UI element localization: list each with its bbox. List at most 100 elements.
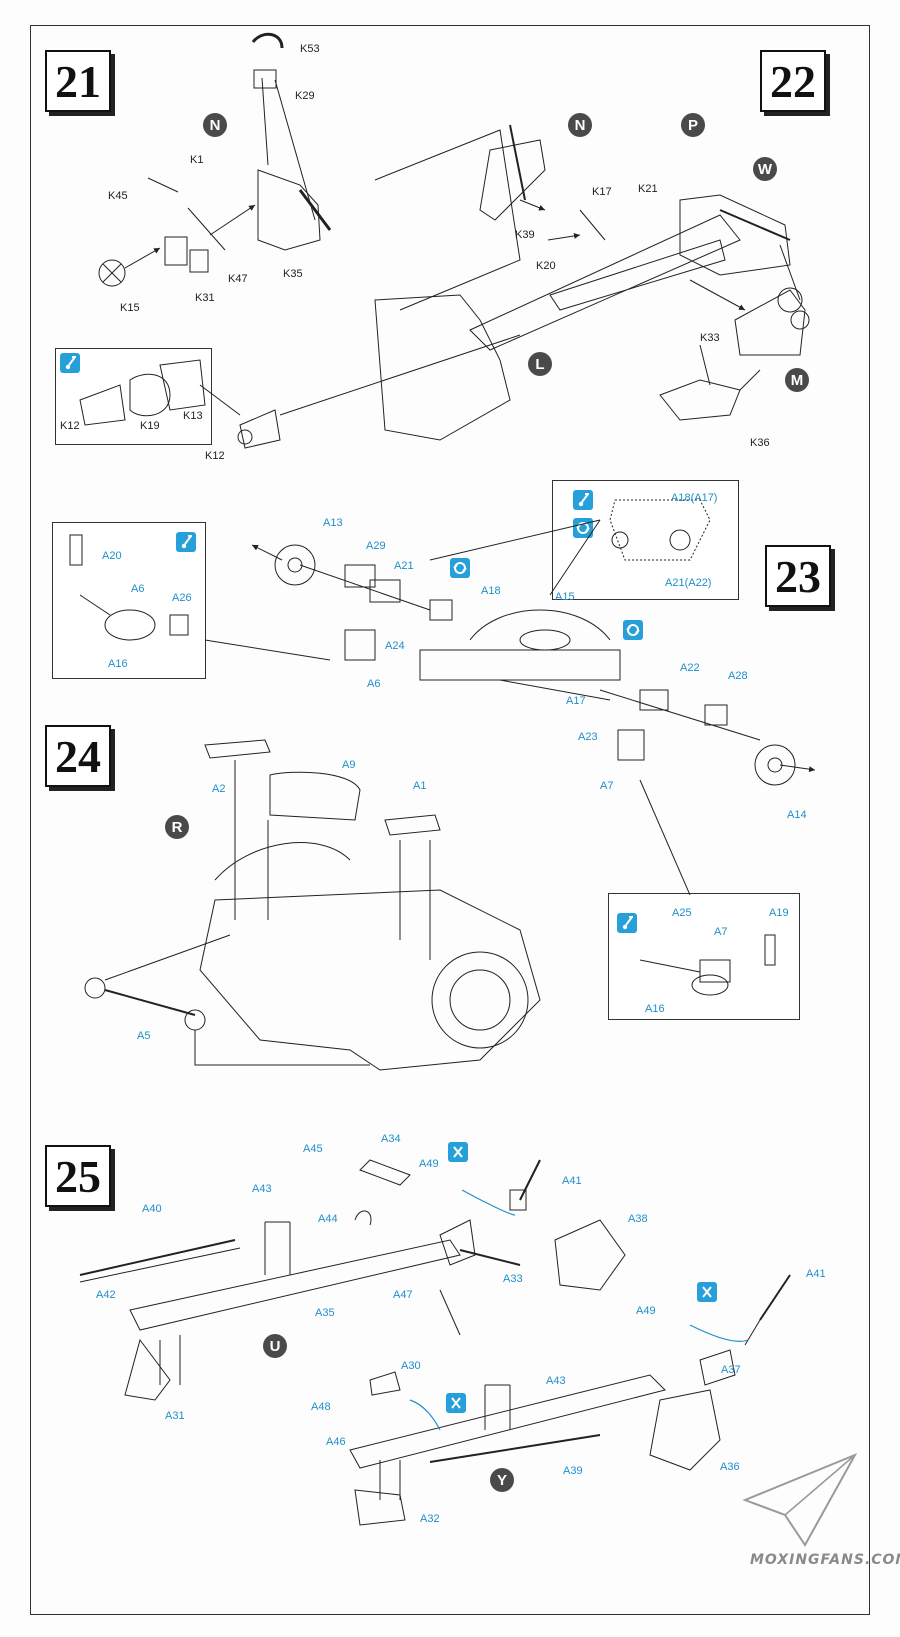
label-k21: K21: [638, 183, 658, 195]
rotate-movable-icon: [450, 558, 470, 578]
label-a35: A35: [315, 1307, 335, 1319]
label-a36: A36: [720, 1461, 740, 1473]
wire-a49-a41: [461, 1189, 516, 1216]
part-a36: [649, 1389, 721, 1471]
label-k47: K47: [228, 273, 248, 285]
label-a28: A28: [728, 670, 748, 682]
gearbox-k31: [164, 236, 188, 266]
label-a32: A32: [420, 1513, 440, 1525]
part-a2: [204, 739, 271, 759]
label-k12: K12: [205, 450, 225, 462]
part-a34: [359, 1159, 411, 1186]
glue-icon: [573, 490, 593, 510]
label-a18: A18: [481, 585, 501, 597]
label-a21-a22: A21(A22): [665, 577, 712, 589]
label-k19: K19: [140, 420, 160, 432]
step-21-box: 21: [45, 50, 111, 112]
label-a23: A23: [578, 731, 598, 743]
inset-a25-a19: [608, 893, 800, 1020]
label-a7-inset: A7: [714, 926, 728, 938]
label-a42: A42: [96, 1289, 116, 1301]
cut-icon: [446, 1393, 466, 1413]
trail-a35: [129, 1239, 461, 1331]
label-a24: A24: [385, 640, 405, 652]
label-k33: K33: [700, 332, 720, 344]
label-a7: A7: [600, 780, 614, 792]
marker-n-step21: N: [203, 113, 227, 137]
label-a30: A30: [401, 1360, 421, 1372]
label-k53: K53: [300, 43, 320, 55]
gun-shield-l: [374, 294, 511, 441]
label-a22: A22: [680, 662, 700, 674]
label-a43-lower: A43: [546, 1375, 566, 1387]
label-a39: A39: [563, 1465, 583, 1477]
label-a34: A34: [381, 1133, 401, 1145]
wire-a30: [409, 1399, 441, 1431]
marker-m: M: [785, 368, 809, 392]
label-a48: A48: [311, 1401, 331, 1413]
step-23-box: 23: [765, 545, 831, 607]
part-a9: [269, 771, 361, 821]
label-a41-lower: A41: [806, 1268, 826, 1280]
label-a47: A47: [393, 1289, 413, 1301]
glue-icon: [60, 353, 80, 373]
label-k45: K45: [108, 190, 128, 202]
marker-y: Y: [490, 1468, 514, 1492]
label-a13: A13: [323, 517, 343, 529]
label-a16-inset: A16: [108, 658, 128, 670]
trail-a37: [349, 1374, 666, 1469]
handwheel-k15: [98, 259, 126, 287]
label-a17: A17: [566, 695, 586, 707]
wheel-hub-a14: [754, 744, 796, 786]
plate-k35: [257, 169, 321, 251]
label-a19: A19: [769, 907, 789, 919]
label-a6: A6: [367, 678, 381, 690]
part-a1: [384, 814, 441, 836]
part-a31: [124, 1338, 171, 1401]
label-a49-lower: A49: [636, 1305, 656, 1317]
label-a44: A44: [318, 1213, 338, 1225]
label-a26: A26: [172, 592, 192, 604]
step-22-box: 22: [760, 50, 826, 112]
label-a37: A37: [721, 1364, 741, 1376]
barrel-k21: [469, 214, 741, 351]
marker-u: U: [263, 1334, 287, 1358]
label-k35: K35: [283, 268, 303, 280]
step-25-box: 25: [45, 1145, 111, 1207]
cut-icon: [448, 1142, 468, 1162]
label-a9: A9: [342, 759, 356, 771]
label-a6-inset: A6: [131, 583, 145, 595]
turntable-a15: [469, 609, 611, 641]
label-a15: A15: [555, 591, 575, 603]
label-a1: A1: [413, 780, 427, 792]
rod-a40: [79, 1239, 236, 1276]
marker-l: L: [528, 352, 552, 376]
glue-icon: [176, 532, 196, 552]
cut-icon: [697, 1282, 717, 1302]
rotate-movable-icon: [623, 620, 643, 640]
wheel-hub-a13: [274, 544, 316, 586]
label-a2: A2: [212, 783, 226, 795]
label-a14: A14: [787, 809, 807, 821]
label-a16-inset2: A16: [645, 1003, 665, 1015]
label-a45: A45: [303, 1143, 323, 1155]
label-a33: A33: [503, 1273, 523, 1285]
label-k39: K39: [515, 229, 535, 241]
label-a25: A25: [672, 907, 692, 919]
label-k1: K1: [190, 154, 204, 166]
label-k15: K15: [120, 302, 140, 314]
label-k31: K31: [195, 292, 215, 304]
wire-a49-a41-lower: [689, 1324, 749, 1342]
link-a5: [104, 989, 196, 1016]
glue-icon: [617, 913, 637, 933]
part-a38: [554, 1219, 626, 1291]
marker-r: R: [165, 815, 189, 839]
carriage-body-r: [199, 889, 541, 1071]
label-a31: A31: [165, 1410, 185, 1422]
label-k20: K20: [536, 260, 556, 272]
watermark-text: MOXINGFANS.COM: [750, 1552, 900, 1568]
label-a40: A40: [142, 1203, 162, 1215]
label-a41: A41: [562, 1175, 582, 1187]
